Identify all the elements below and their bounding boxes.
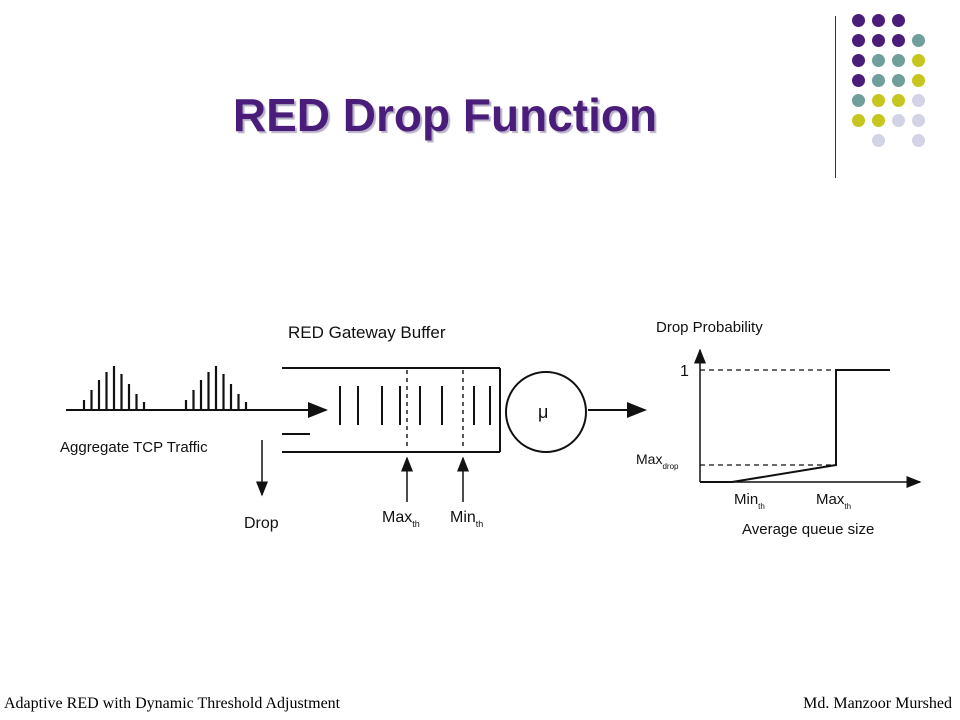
traffic-burst-1	[82, 366, 146, 410]
decorative-dot	[872, 54, 885, 67]
traffic-bursts	[66, 366, 328, 418]
decorative-dot	[872, 14, 885, 27]
decorative-divider	[835, 16, 836, 178]
decorative-dot	[892, 114, 905, 127]
gateway-buffer	[282, 367, 501, 453]
graph-one-label: 1	[680, 363, 689, 380]
decorative-dot-grid	[852, 14, 952, 164]
decorative-dot	[852, 94, 865, 107]
graph-x-label: Average queue size	[742, 521, 874, 538]
graph-reference-lines	[700, 369, 836, 466]
server-label: μ	[538, 402, 548, 422]
buffer-slots	[339, 386, 491, 425]
decorative-dot	[912, 74, 925, 87]
decorative-dot	[912, 94, 925, 107]
decorative-dot	[912, 134, 925, 147]
decorative-dot	[852, 114, 865, 127]
decorative-dot	[892, 94, 905, 107]
buffer-label: RED Gateway Buffer	[288, 323, 446, 342]
threshold-markers	[406, 370, 464, 450]
server-circle	[505, 371, 587, 453]
decorative-dot	[852, 54, 865, 67]
decorative-dot	[872, 114, 885, 127]
graph-max-label: Maxth	[816, 491, 851, 511]
decorative-dot	[912, 54, 925, 67]
decorative-dot	[892, 54, 905, 67]
traffic-burst-2	[184, 366, 248, 410]
drop-probability-curve	[700, 369, 890, 483]
decorative-dot	[872, 74, 885, 87]
traffic-label: Aggregate TCP Traffic	[60, 439, 208, 456]
decorative-dot	[852, 34, 865, 47]
decorative-dot	[912, 34, 925, 47]
buffer-max-label: Maxth	[382, 509, 420, 529]
graph-y-label: Drop Probability	[656, 319, 763, 336]
decorative-dot	[892, 74, 905, 87]
decorative-dot	[872, 34, 885, 47]
drop-label: Drop	[244, 515, 279, 532]
decorative-dot	[852, 14, 865, 27]
decorative-dot	[912, 114, 925, 127]
buffer-min-label: Minth	[450, 509, 483, 529]
decorative-dot	[852, 74, 865, 87]
footer-author: Md. Manzoor Murshed	[803, 695, 952, 712]
graph-min-label: Minth	[734, 491, 765, 511]
decorative-dot	[872, 134, 885, 147]
graph-maxdrop-label: Maxdrop	[636, 451, 679, 471]
slide-title: RED Drop Function	[232, 89, 658, 141]
decorative-dot	[872, 94, 885, 107]
decorative-dot	[892, 34, 905, 47]
decorative-dot	[892, 14, 905, 27]
footer-title: Adaptive RED with Dynamic Threshold Adju…	[4, 695, 341, 712]
